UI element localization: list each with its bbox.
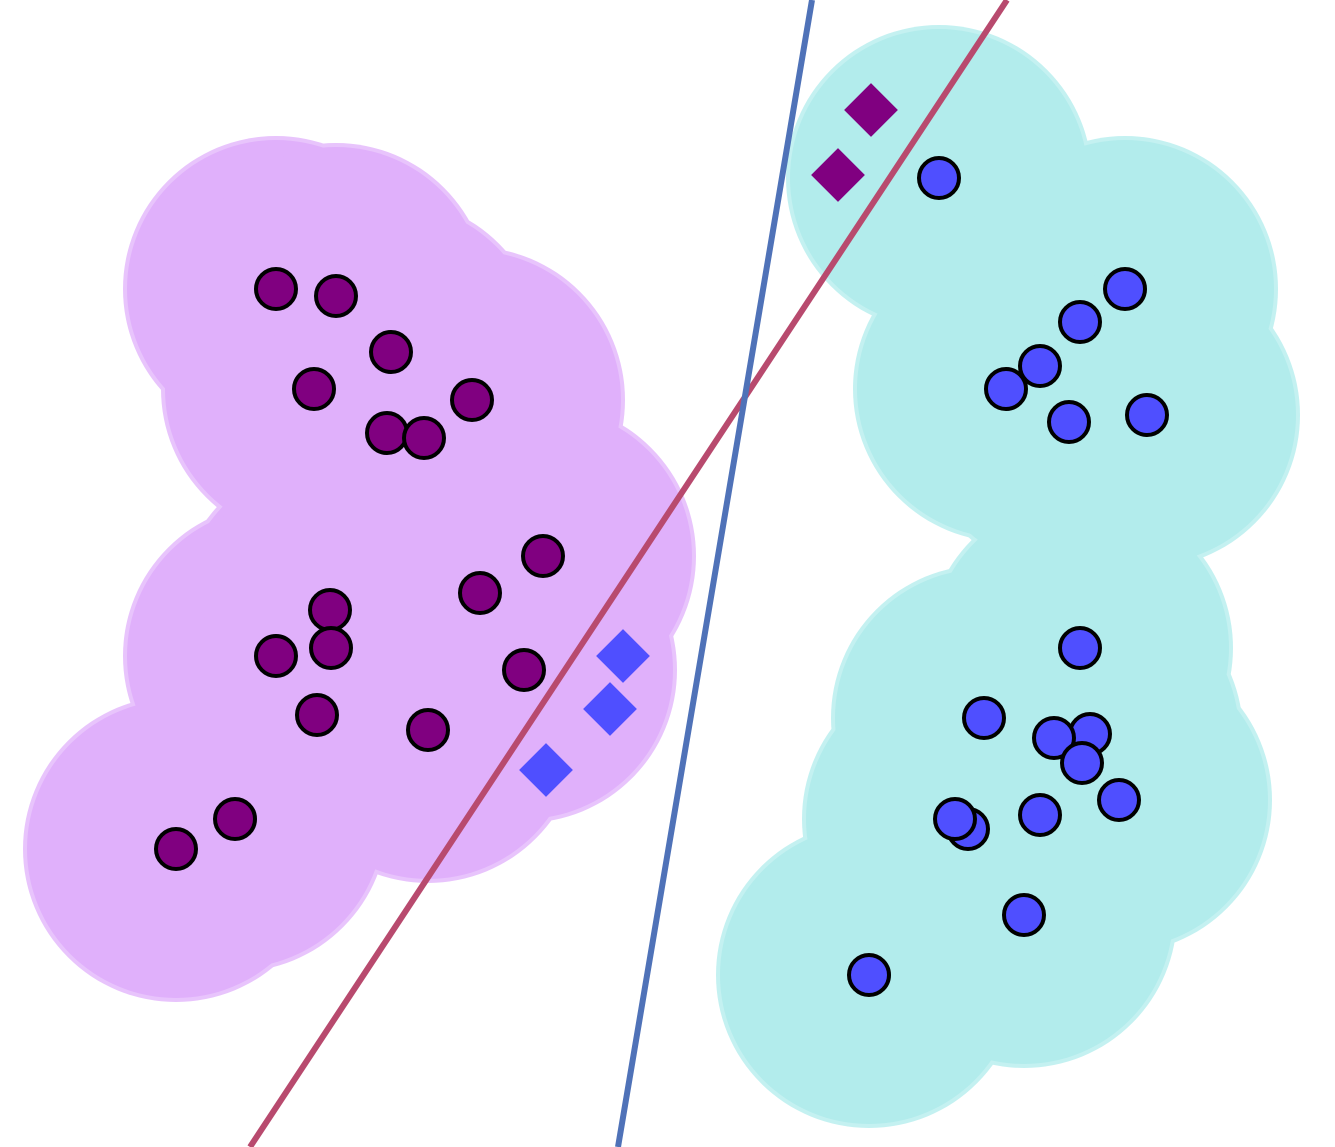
purple-points — [154, 267, 565, 871]
blue-point — [1002, 893, 1046, 937]
blue-point — [1060, 741, 1104, 785]
purple-point — [308, 588, 352, 632]
blue-point — [1058, 300, 1102, 344]
blue-point — [1058, 626, 1102, 670]
purple-point — [213, 797, 257, 841]
blue-point — [1032, 716, 1076, 760]
purple-point — [450, 378, 494, 422]
blue-point — [917, 156, 961, 200]
purple-point — [314, 274, 358, 318]
blue-point — [933, 797, 977, 841]
blue-point — [847, 953, 891, 997]
purple-point — [402, 416, 446, 460]
blue-point — [1018, 344, 1062, 388]
purple-point — [292, 367, 336, 411]
blue-separator-line — [615, 0, 815, 1147]
blue-point — [1018, 793, 1062, 837]
purple-point — [365, 411, 409, 455]
purple-point — [309, 626, 353, 670]
blue-point — [962, 696, 1006, 740]
purple-point — [154, 827, 198, 871]
purple-point — [369, 330, 413, 374]
purple-point — [254, 634, 298, 678]
purple-point — [458, 571, 502, 615]
blue-point — [1097, 778, 1141, 822]
blue-point — [1047, 400, 1091, 444]
purple-point — [406, 708, 450, 752]
blue-point — [1125, 393, 1169, 437]
blue-points — [847, 156, 1169, 997]
crimson-separator-line — [247, 0, 1010, 1147]
blue-point — [1103, 267, 1147, 311]
purple-point — [254, 267, 298, 311]
purple-point — [295, 693, 339, 737]
blue-point — [984, 367, 1028, 411]
purple-point — [502, 648, 546, 692]
purple-point — [521, 534, 565, 578]
